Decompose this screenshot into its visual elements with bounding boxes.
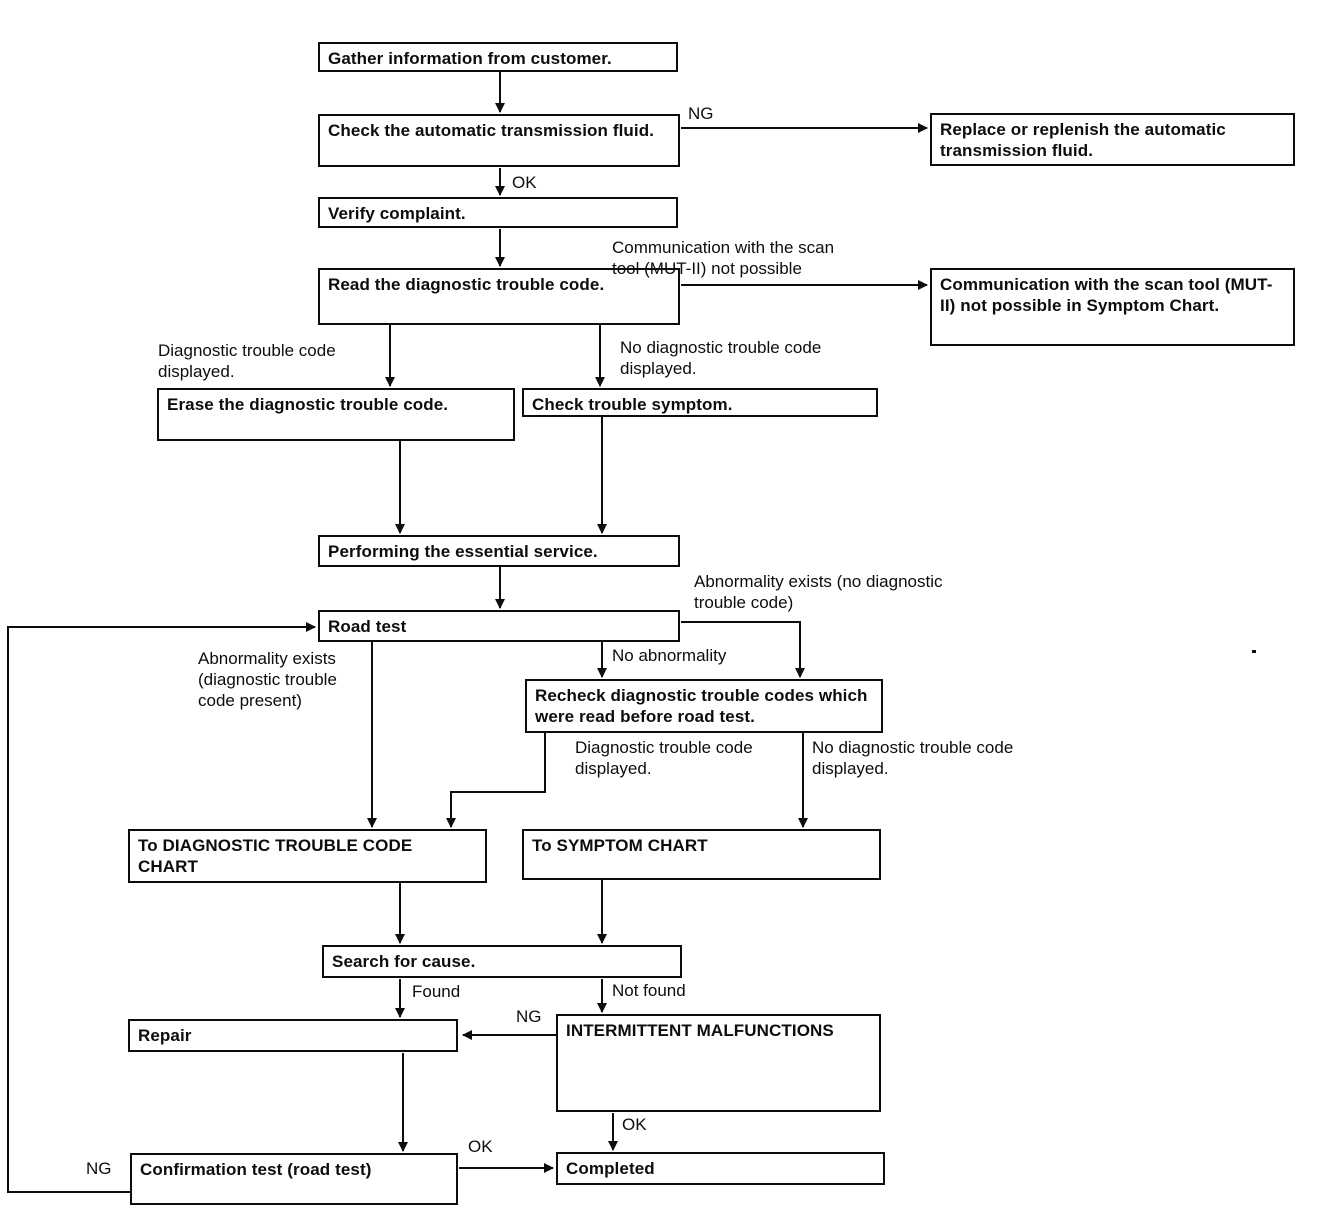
arrow-roadtest-abnormal-nodtc xyxy=(681,621,805,678)
node-gather-information: Gather information from customer. xyxy=(318,42,678,72)
edge-label-ok-intermittent: OK xyxy=(622,1115,647,1134)
node-label: Verify complaint. xyxy=(328,204,466,223)
edge-label-ng-intermittent: NG xyxy=(516,1007,542,1026)
node-dtc-chart: To DIAGNOSTIC TROUBLE CODE CHART xyxy=(128,829,487,883)
node-confirmation-test: Confirmation test (road test) xyxy=(130,1153,458,1205)
edge-label-not-found: Not found xyxy=(612,981,686,1000)
node-label: Road test xyxy=(328,617,407,636)
edge-label-no-dtc-displayed-2: No diagnostic trouble code displayed. xyxy=(812,738,1014,778)
arrow-recheck-to-dtc-chart xyxy=(446,733,546,828)
edge-label-ng-fluid: NG xyxy=(688,104,714,123)
node-label: To SYMPTOM CHART xyxy=(532,836,708,855)
edge-label-ok-fluid: OK xyxy=(512,173,537,192)
node-read-dtc: Read the diagnostic trouble code. xyxy=(318,268,680,325)
node-label: Confirmation test (road test) xyxy=(140,1160,372,1179)
edge-label-found: Found xyxy=(412,982,461,1001)
edge-label-ok-confirmation: OK xyxy=(468,1137,493,1156)
node-label: Search for cause. xyxy=(332,952,476,971)
edge-label-dtc-displayed-1: Diagnostic trouble code displayed. xyxy=(158,341,336,381)
node-label: Performing the essential service. xyxy=(328,542,598,561)
node-symptom-chart: To SYMPTOM CHART xyxy=(522,829,881,880)
node-label: To DIAGNOSTIC TROUBLE CODE CHART xyxy=(138,836,413,876)
node-road-test: Road test xyxy=(318,610,680,642)
node-label: Completed xyxy=(566,1159,655,1178)
node-search-cause: Search for cause. xyxy=(322,945,682,978)
edge-label-no-dtc-displayed-1: No diagnostic trouble code displayed. xyxy=(620,338,822,378)
node-label: Read the diagnostic trouble code. xyxy=(328,275,605,294)
node-recheck-dtc: Recheck diagnostic trouble codes which w… xyxy=(525,679,883,733)
node-label: Replace or replenish the automatic trans… xyxy=(940,120,1226,160)
node-label: Gather information from customer. xyxy=(328,49,612,68)
edge-label-dtc-displayed-2: Diagnostic trouble code displayed. xyxy=(575,738,753,778)
node-completed: Completed xyxy=(556,1152,885,1185)
arrow-confirmation-ng-loop-to-roadtest xyxy=(7,622,316,1193)
node-label: INTERMITTENT MALFUNCTIONS xyxy=(566,1021,834,1040)
node-intermittent: INTERMITTENT MALFUNCTIONS xyxy=(556,1014,881,1112)
node-essential-service: Performing the essential service. xyxy=(318,535,680,567)
edge-label-comm-branch: Communication with the scan tool (MUT-II… xyxy=(612,238,835,278)
node-replace-fluid: Replace or replenish the automatic trans… xyxy=(930,113,1295,166)
node-verify-complaint: Verify complaint. xyxy=(318,197,678,228)
edge-label-abnormality-present: Abnormality exists (diagnostic trouble c… xyxy=(198,649,337,710)
node-label: Check trouble symptom. xyxy=(532,395,733,414)
edge-label-abnormality-no-dtc: Abnormality exists (no diagnostic troubl… xyxy=(694,572,943,612)
node-label: Check the automatic transmission fluid. xyxy=(328,121,655,140)
node-erase-dtc: Erase the diagnostic trouble code. xyxy=(157,388,515,441)
node-label: Recheck diagnostic trouble codes which w… xyxy=(535,686,868,726)
node-label: Repair xyxy=(138,1026,192,1045)
node-label: Erase the diagnostic trouble code. xyxy=(167,395,449,414)
node-check-symptom: Check trouble symptom. xyxy=(522,388,878,417)
node-comm-not-possible: Communication with the scan tool (MUT-II… xyxy=(930,268,1295,346)
edge-label-no-abnormality: No abnormality xyxy=(612,646,727,665)
node-repair: Repair xyxy=(128,1019,458,1052)
edge-label-ng-confirmation: NG xyxy=(86,1159,112,1178)
node-check-fluid: Check the automatic transmission fluid. xyxy=(318,114,680,167)
node-label: Communication with the scan tool (MUT-II… xyxy=(940,275,1273,315)
stray-mark xyxy=(1252,650,1256,653)
